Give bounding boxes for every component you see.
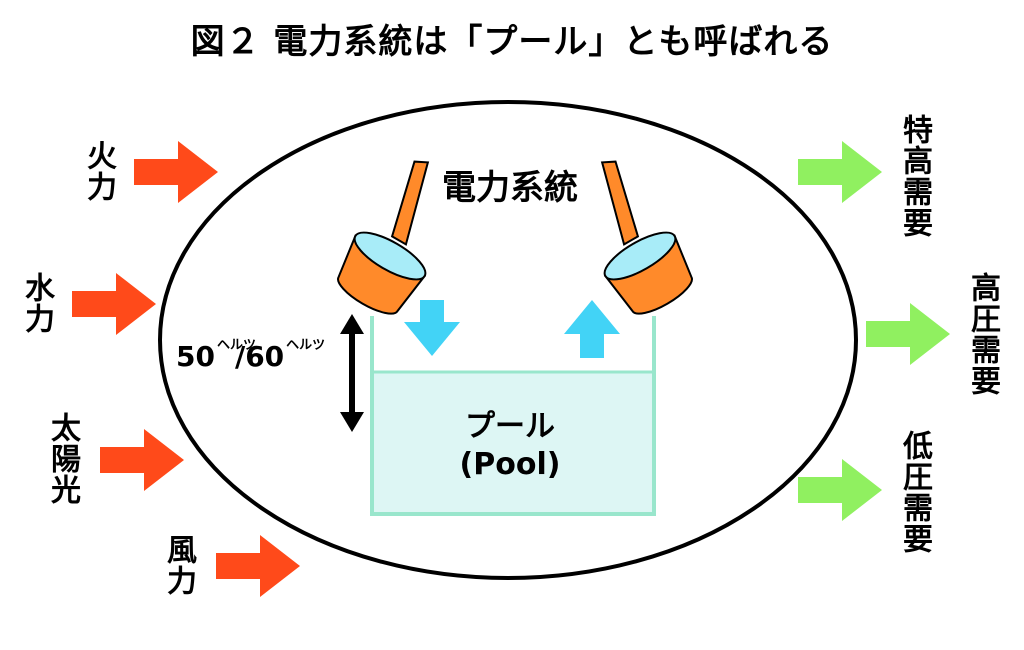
inflow-arrow [404, 300, 460, 356]
pool-container [370, 316, 656, 516]
input-label-solar: 太陽光 [45, 412, 80, 505]
input-label-thermal: 火力 [81, 140, 116, 202]
frequency-unit-50: ヘルツ [216, 338, 256, 353]
inflow-bucket-icon [337, 160, 430, 315]
figure-title: 図２ 電力系統は「プール」とも呼ばれる [190, 22, 834, 62]
level-double-arrow [340, 314, 364, 432]
outflow-bucket-icon [600, 160, 693, 315]
frequency-value-60: 60 [245, 340, 285, 373]
frequency-unit-60: ヘルツ [286, 338, 326, 353]
input-arrow-thermal [134, 141, 218, 203]
pool-label-text: プール [465, 409, 555, 444]
output-label-high: 高圧需要 [965, 272, 1000, 396]
input-arrow-solar [100, 429, 184, 491]
input-label-hydro: 水力 [19, 272, 54, 334]
frequency-separator: / [234, 340, 246, 373]
output-arrow-low [798, 459, 882, 521]
power-system-ellipse [158, 100, 858, 580]
input-label-wind: 風力 [161, 534, 196, 596]
output-arrow-high [866, 303, 950, 365]
output-label-low: 低圧需要 [897, 430, 932, 554]
power-system-label: 電力系統 [442, 168, 578, 208]
frequency-value-50: 50 [176, 340, 215, 373]
pool-label: プール (Pool) [420, 408, 600, 484]
pool-water [372, 372, 654, 514]
outflow-arrow [564, 300, 620, 358]
output-label-extra-high: 特高需要 [897, 114, 932, 238]
input-arrow-hydro [72, 273, 156, 335]
pool-sublabel-text: (Pool) [459, 447, 561, 482]
input-arrow-wind [216, 535, 300, 597]
output-arrow-extra-high [798, 141, 882, 203]
